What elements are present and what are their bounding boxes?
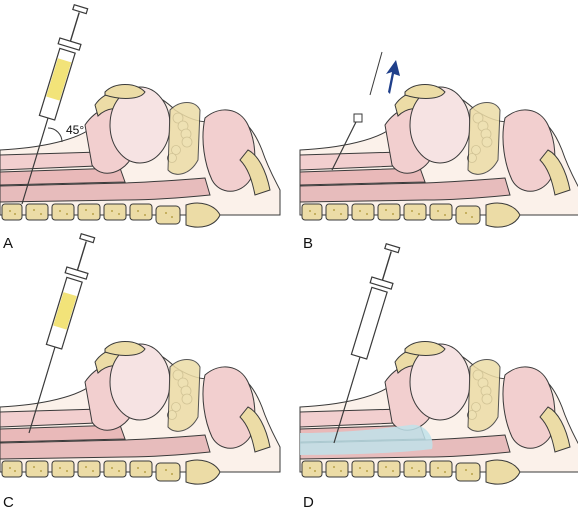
panel-b: B [299, 51, 578, 252]
withdraw-arrow-icon [386, 60, 400, 94]
panel-a: 45° A [0, 4, 281, 252]
panel-d: D [299, 243, 578, 511]
panel-c: C [0, 233, 281, 511]
panel-letter-b: B [303, 235, 313, 252]
panel-letter-d: D [303, 494, 314, 511]
panel-letter-a: A [3, 235, 13, 252]
injected-fluid [300, 424, 433, 455]
angle-label: 45° [66, 123, 84, 137]
panel-letter-c: C [3, 494, 14, 511]
